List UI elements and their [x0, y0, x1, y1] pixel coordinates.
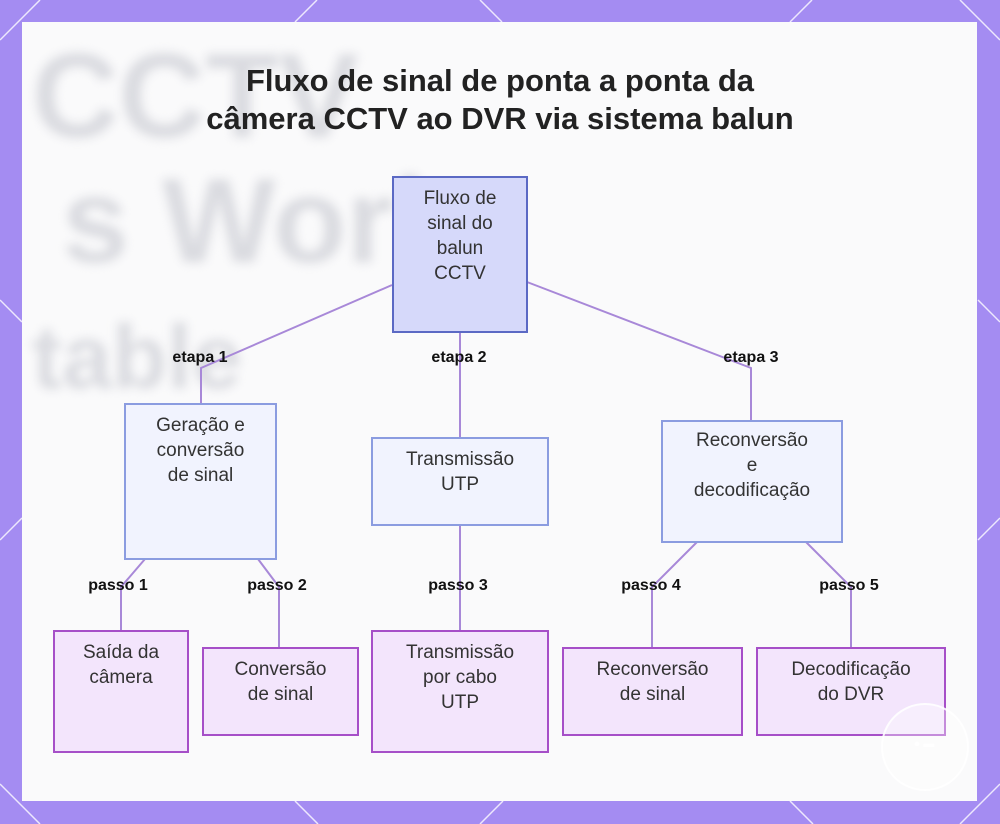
edge-label-stage-2: etapa 2 — [431, 349, 487, 366]
stage-3-line-1: Reconversão — [696, 430, 808, 451]
step-2-line-1: Conversão — [234, 659, 327, 680]
watermark-badge — [881, 703, 969, 791]
connector-stage1-step2 — [257, 558, 280, 647]
step-node-3: Transmissão por cabo UTP — [371, 630, 549, 753]
edge-label-step-4: passo 4 — [621, 577, 681, 594]
step-1-line-1: Saída da — [82, 642, 160, 663]
step-node-1: Saída da câmera — [53, 630, 189, 753]
stage-1-line-2: conversão — [156, 440, 245, 461]
root-line-3: balun — [436, 238, 484, 259]
step-5-line-1: Decodificação — [791, 659, 911, 680]
stage-3-line-2: e — [746, 455, 758, 476]
step-node-2: Conversão de sinal — [202, 647, 359, 736]
connector-root-stage3 — [526, 281, 752, 420]
background-text-3: table — [32, 308, 243, 408]
root-line-1: Fluxo de — [423, 188, 497, 209]
step-1-line-2: câmera — [89, 667, 153, 688]
step-node-4: Reconversão de sinal — [562, 647, 743, 736]
step-4-line-1: Reconversão — [596, 659, 709, 680]
step-3-line-3: UTP — [441, 692, 479, 713]
stage-node-2: Transmissão UTP — [371, 437, 549, 526]
stage-node-3: Reconversão e decodificação — [661, 420, 843, 543]
step-3-line-2: por cabo — [423, 667, 497, 688]
connector-root-stage1 — [200, 284, 393, 403]
stage-1-line-1: Geração e — [156, 415, 245, 436]
stage-3-line-3: decodificação — [693, 480, 811, 501]
edge-label-step-3: passo 3 — [428, 577, 488, 594]
stage-node-1: Geração e conversão de sinal — [124, 403, 277, 560]
connector-stage3-step4 — [651, 541, 698, 647]
edge-label-stage-3: etapa 3 — [723, 349, 779, 366]
root-line-4: CCTV — [434, 263, 486, 284]
step-2-line-2: de sinal — [247, 684, 314, 705]
edge-label-step-5: passo 5 — [819, 577, 879, 594]
connector-stage1-step1 — [120, 558, 146, 630]
connector-stage3-step5 — [805, 541, 852, 647]
stage-2-line-2: UTP — [441, 474, 479, 495]
stage-1-line-3: de sinal — [167, 465, 234, 486]
stage-2-line-1: Transmissão — [405, 449, 515, 470]
title-line-2: câmera CCTV ao DVR via sistema balun — [206, 101, 794, 136]
background-text-1: CCTV — [32, 29, 359, 163]
edge-label-stage-1: etapa 1 — [172, 349, 228, 366]
diagram-title: Fluxo de sinal de ponta a ponta da câmer… — [0, 62, 1000, 138]
step-3-line-1: Transmissão — [405, 642, 515, 663]
edge-label-step-1: passo 1 — [88, 577, 148, 594]
step-5-line-2: do DVR — [817, 684, 885, 705]
title-line-1: Fluxo de sinal de ponta a ponta da — [245, 63, 755, 98]
watermark-icon: ● ▬ — [913, 738, 935, 750]
edge-label-step-2: passo 2 — [247, 577, 307, 594]
step-4-line-2: de sinal — [619, 684, 686, 705]
root-node: Fluxo de sinal do balun CCTV — [392, 176, 528, 333]
root-line-2: sinal do — [427, 213, 493, 234]
